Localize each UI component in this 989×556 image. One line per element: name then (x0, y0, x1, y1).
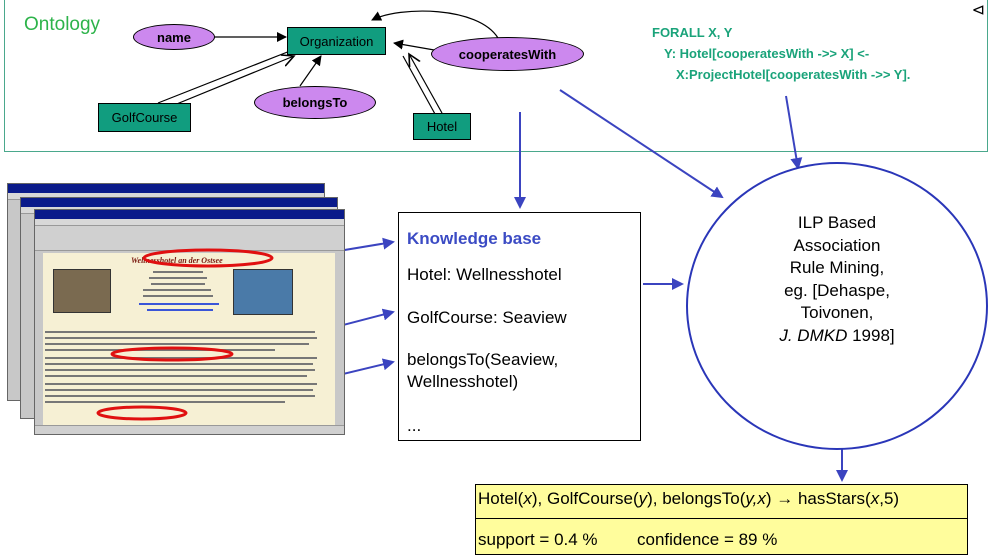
support-value: support = 0.4 % (478, 530, 598, 549)
hotel-photo (53, 269, 111, 313)
ilp-line-4: eg. [Dehaspe, (784, 280, 890, 300)
node-hotel: Hotel (413, 113, 471, 140)
node-golfcourse: GolfCourse (98, 103, 191, 132)
highlight-golf-course (110, 346, 234, 362)
rule-line-1: FORALL X, Y (652, 25, 733, 40)
node-organization: Organization (287, 27, 386, 55)
browser-window-front: Wellnesshotel an der Ostsee (34, 209, 345, 435)
knowledge-base-box (398, 212, 641, 441)
arrow-ontology-to-ilp (559, 89, 724, 199)
kb-item-golfcourse: GolfCourse: Seaview (407, 308, 567, 327)
ilp-line-3: Rule Mining, (789, 258, 885, 277)
ilp-year: 1998] (847, 325, 895, 345)
arrow-rule-to-ilp (785, 95, 803, 170)
association-rule: Hotel(x), GolfCourse(y), belongsTo(y,x) … (478, 489, 900, 508)
isa-golfcourse-organization-b (161, 56, 294, 111)
knowledge-base-title: Knowledge base (407, 229, 542, 248)
result-divider (476, 518, 967, 519)
corner-mark: ⊲ (971, 2, 985, 19)
frame-logic-rule: FORALL X, Y Y: Hotel[cooperatesWith ->> … (652, 22, 910, 85)
ilp-journal: J. DMKD (779, 325, 848, 345)
isa-hotel-organization-b (409, 54, 443, 114)
edge-belongsto-organization (299, 55, 322, 87)
ilp-ellipse (686, 162, 988, 450)
ilp-line-2: Association (793, 235, 881, 255)
rule-line-2: Y: Hotel[cooperatesWith ->> X] <- (664, 46, 870, 61)
kb-item-hotel: Hotel: Wellnesshotel (407, 265, 562, 284)
highlight-hotel-heading (142, 248, 274, 268)
ontology-panel (4, 0, 988, 152)
ilp-line-5: Toivonen, (800, 303, 874, 322)
ilp-line-6: J. DMKD 1998] (686, 325, 988, 348)
ilp-description: ILP Based Association Rule Mining, eg. [… (686, 212, 988, 347)
association-rule-box (475, 484, 968, 555)
node-name: name (133, 24, 215, 50)
highlight-restaurant (96, 405, 188, 421)
kb-item-belongsto-2: Wellnesshotel) (407, 372, 519, 391)
ilp-line-1: ILP Based (797, 213, 877, 232)
webpage-heading: Wellnesshotel an der Ostsee (131, 256, 223, 265)
edge-cooperateswith-arc (371, 10, 499, 39)
confidence-value: confidence = 89 % (637, 530, 778, 549)
rule-line-3: X:ProjectHotel[cooperatesWith ->> Y]. (676, 67, 911, 82)
ontology-title: Ontology (24, 14, 101, 35)
kb-item-belongsto-1: belongsTo(Seaview, (407, 350, 559, 369)
webpage-content: Wellnesshotel an der Ostsee (43, 253, 335, 425)
pool-photo (233, 269, 293, 315)
node-cooperateswith: cooperatesWith (431, 37, 584, 71)
node-belongsto: belongsTo (254, 86, 376, 119)
status-bar (35, 425, 344, 434)
kb-item-ellipsis: ... (407, 416, 422, 435)
isa-golfcourse-organization-a (157, 50, 291, 104)
